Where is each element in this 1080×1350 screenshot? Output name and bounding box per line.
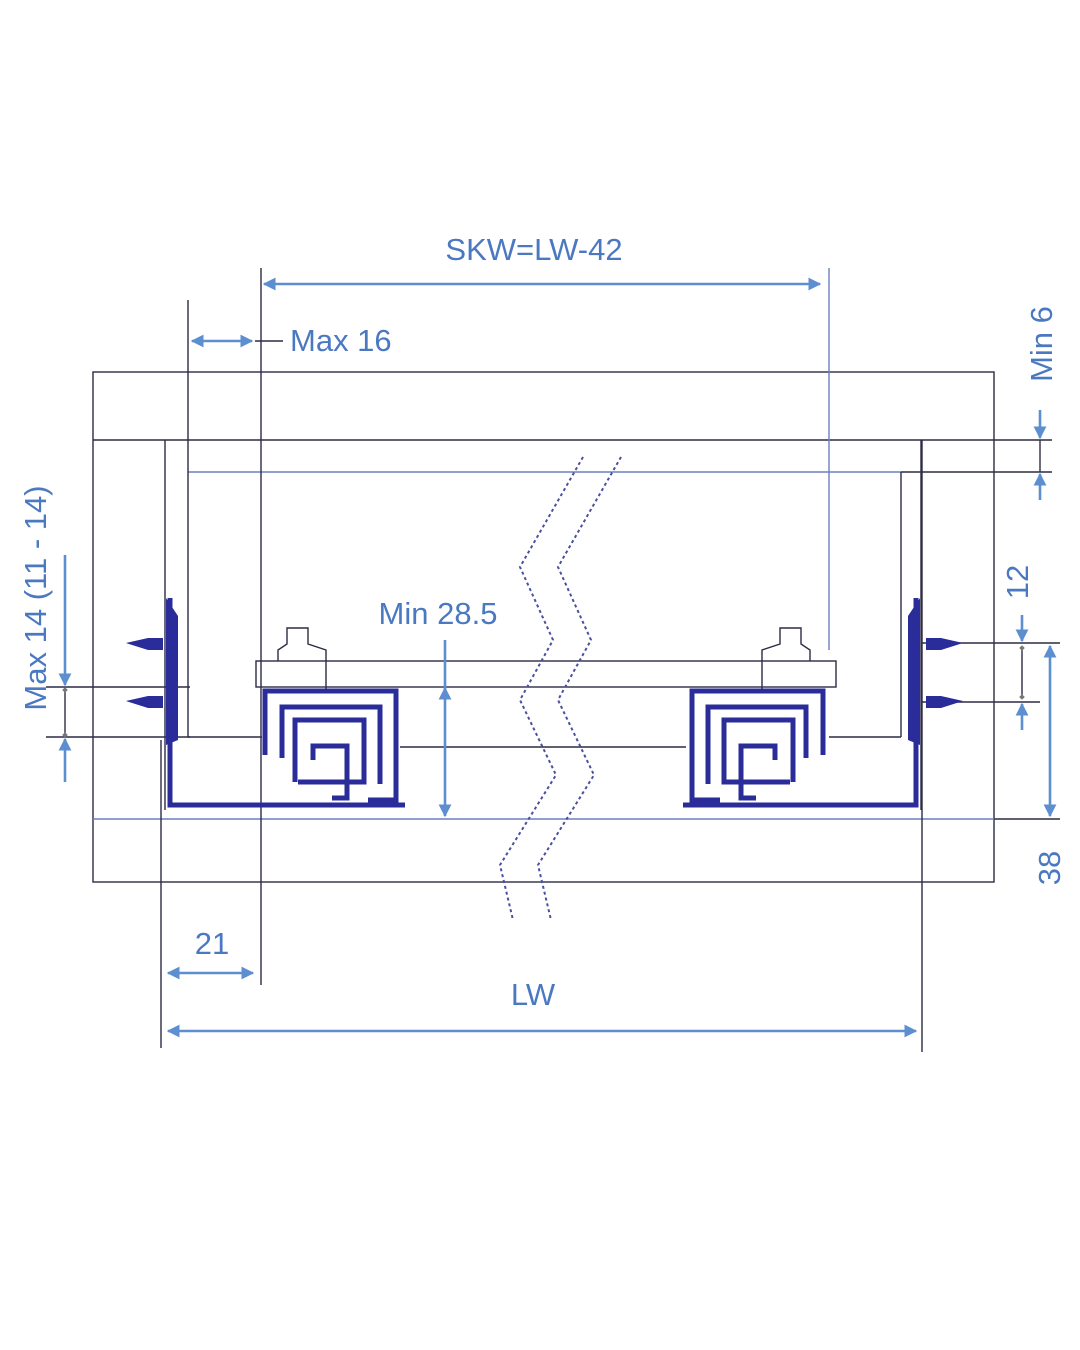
twentyone-label: 21 [195,926,229,961]
dimension-labels: SKW=LW-42 Max 16 Min 6 Max 14 (11 - 14) … [18,232,1067,1012]
drawer-box [187,471,902,748]
lw-label: LW [511,977,556,1012]
right-screws [926,638,963,708]
extension-lines [46,268,1060,1052]
min6-label: Min 6 [1024,306,1059,382]
min285-label: Min 28.5 [379,596,498,631]
twelve-label: 12 [1000,565,1035,599]
thirtyeight-label: 38 [1032,851,1067,885]
skw-label: SKW=LW-42 [445,232,622,267]
cabinet-outline [92,371,995,883]
right-cabinet-rail [683,598,920,808]
right-slide-profile [689,627,826,803]
left-screws [126,638,163,708]
max16-label: Max 16 [290,323,392,358]
break-lines [498,456,622,921]
left-cabinet-rail [166,598,405,808]
dimension-arrows [58,277,1057,1038]
left-slide-profile [262,627,399,803]
max14-label: Max 14 (11 - 14) [18,485,53,710]
